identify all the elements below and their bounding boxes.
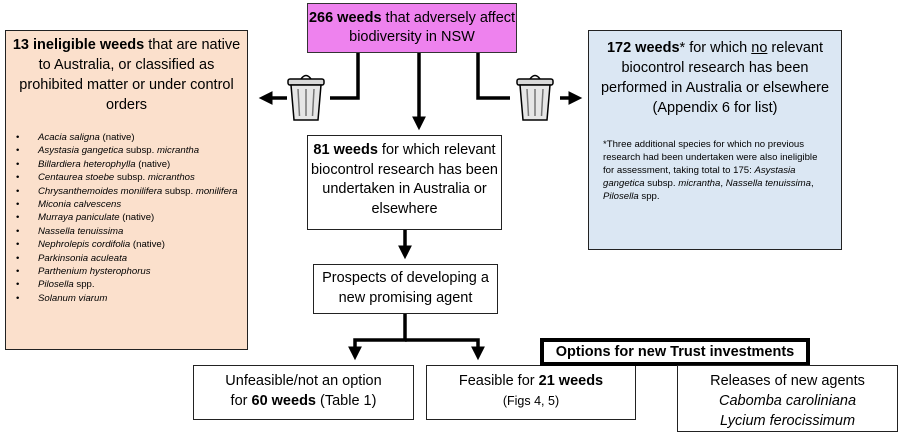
list-item: Murraya paniculate (native) <box>16 211 247 225</box>
ineligible-weeds-box: 13 ineligible weeds that are native to A… <box>5 30 248 350</box>
unfeasible-count: 60 weeds <box>251 392 317 409</box>
research-count: 81 weeds <box>313 142 378 158</box>
unfeasible-line1: Unfeasible/not an option <box>225 373 382 389</box>
unfeasible-box: Unfeasible/not an option for 60 weeds (T… <box>193 365 414 420</box>
footnote-species: Nassella tenuissima <box>725 178 812 189</box>
list-item: Pilosella spp. <box>16 278 247 292</box>
footnote-separator: , <box>720 178 726 189</box>
total-weeds-count: 266 weeds <box>308 10 382 26</box>
options-header: Options for new Trust investments <box>540 338 810 366</box>
list-item: Acacia saligna (native) <box>16 131 247 145</box>
no-research-count: 172 weeds <box>606 40 680 56</box>
footnote-subsp: subsp. <box>644 178 679 189</box>
arrow-to-unfeasible <box>348 314 407 361</box>
ineligible-weeds-title: 13 ineligible weeds that are native to A… <box>6 35 247 115</box>
unfeasible-pre: for <box>230 392 252 409</box>
total-weeds-box: 266 weeds that adversely affect biodiver… <box>307 3 517 53</box>
no-underlined: no <box>751 40 768 56</box>
unfeasible-post: (Table 1) <box>316 392 377 409</box>
list-item: Billardiera heterophylla (native) <box>16 158 247 172</box>
ineligible-count: 13 ineligible weeds <box>12 37 145 53</box>
prospects-box: Prospects of developing a new promising … <box>313 264 498 314</box>
no-research-box: 172 weeds* for which no relevant biocont… <box>588 30 842 250</box>
footnote-star: * <box>679 40 686 56</box>
list-item: Solanum viarum <box>16 292 247 306</box>
ineligible-species-list: Acacia saligna (native) Asystasia ganget… <box>6 131 247 306</box>
no-research-text-1: for which <box>685 40 752 56</box>
list-item: Parkinsonia aculeata <box>16 252 247 266</box>
footnote-text: *Three additional species for which no p… <box>603 139 818 176</box>
research-text: for which relevant biocontrol research h… <box>310 142 498 217</box>
footnote-species: micrantha <box>678 178 721 189</box>
releases-box: Releases of new agents Cabomba carolinia… <box>677 365 898 432</box>
trash-bin-icon <box>516 74 554 121</box>
footnote-species: Asystasia gangetica <box>603 165 796 189</box>
feasible-count: 21 weeds <box>538 373 604 389</box>
list-item: Asystasia gangetica subsp. micrantha <box>16 144 247 158</box>
prospects-text: Prospects of developing a new promising … <box>322 270 489 306</box>
ineligible-text: that are native to Australia, or classif… <box>19 37 241 113</box>
list-item: Centaurea stoebe subsp. micranthos <box>16 171 247 185</box>
feasible-figs: (Figs 4, 5) <box>502 393 560 408</box>
unfeasible-line2: for 60 weeds (Table 1) <box>194 392 413 412</box>
no-research-text-2: relevant biocontrol research has been pe… <box>600 40 830 116</box>
footnote-spp: spp. <box>638 191 660 202</box>
research-undertaken-box: 81 weeds for which relevant biocontrol r… <box>307 135 502 230</box>
release-agent-2: Lycium ferocissimum <box>678 411 897 431</box>
total-weeds-text: that adversely affect biodiversity in NS… <box>349 10 516 45</box>
list-item: Nassella tenuissima <box>16 225 247 239</box>
no-research-title: 172 weeds* for which no relevant biocont… <box>589 38 841 118</box>
list-item: Parthenium hysterophorus <box>16 265 247 279</box>
footnote: *Three additional species for which no p… <box>589 138 841 203</box>
list-item: Miconia calvescens <box>16 198 247 212</box>
release-agent-1: Cabomba caroliniana <box>678 391 897 411</box>
trash-bin-icon <box>287 74 325 121</box>
list-item: Nephrolepis cordifolia (native) <box>16 238 247 252</box>
left-branch-line <box>330 53 360 100</box>
agent-name: Cabomba caroliniana <box>718 393 857 409</box>
releases-title: Releases of new agents <box>710 373 865 389</box>
feasible-pre: Feasible for <box>458 373 539 389</box>
options-header-text: Options for new Trust investments <box>555 344 795 360</box>
footnote-species: Pilosella <box>603 191 639 202</box>
footnote-separator: , <box>811 178 814 189</box>
list-item: Chrysanthemoides monilifera subsp. monil… <box>16 185 247 199</box>
right-branch-line <box>476 53 510 100</box>
agent-name: Lycium ferocissimum <box>719 413 856 429</box>
feasible-box: Feasible for 21 weeds (Figs 4, 5) <box>426 365 636 420</box>
feasible-line1: Feasible for 21 weeds <box>427 372 635 392</box>
arrow-to-feasible <box>405 338 485 361</box>
